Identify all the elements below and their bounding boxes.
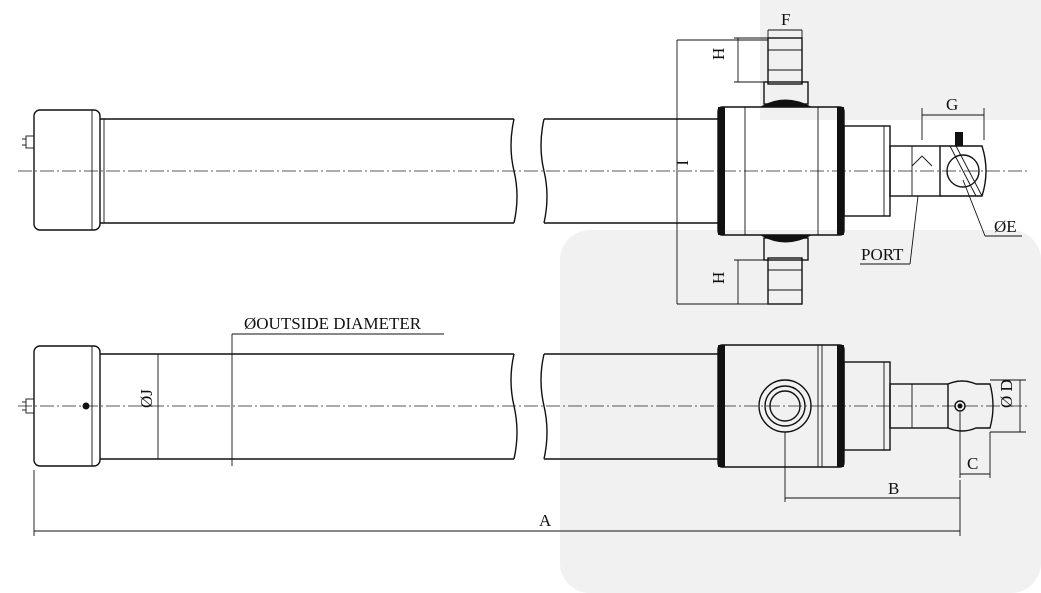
dimension-j: ØJ: [137, 354, 159, 459]
label-port: PORT: [861, 245, 904, 264]
leader-outside-diameter: ØOUTSIDE DIAMETER: [232, 314, 444, 335]
label-d: Ø D: [997, 379, 1016, 408]
bottom-trunnion-block: [717, 344, 994, 468]
label-a: A: [539, 511, 552, 530]
label-h-top: H: [709, 48, 728, 60]
label-b: B: [888, 479, 899, 498]
bottom-view: ØOUTSIDE DIAMETER ØJ Ø D C B: [18, 314, 1030, 536]
dimension-f: F: [767, 10, 803, 38]
top-end-cap: [22, 109, 101, 231]
dimension-a: A: [33, 470, 961, 536]
dimension-b: B: [784, 432, 960, 502]
label-h-bottom: H: [709, 272, 728, 284]
dimension-h-bottom: H: [709, 259, 768, 305]
leader-e: ØE: [962, 179, 1022, 237]
bottom-barrel: [100, 334, 718, 466]
dimension-h-top: H: [709, 37, 768, 83]
top-view: I F H H G: [18, 10, 1030, 305]
label-g: G: [946, 95, 958, 114]
dimension-c: C: [959, 412, 991, 478]
label-j: ØJ: [137, 389, 156, 408]
bottom-end-cap: [22, 345, 101, 467]
label-c: C: [967, 454, 978, 473]
top-barrel: [100, 118, 718, 224]
label-e: ØE: [994, 217, 1017, 236]
top-trunnion-block: [717, 37, 987, 305]
label-i: I: [673, 160, 692, 166]
label-f: F: [781, 10, 790, 29]
dimension-g: G: [921, 95, 985, 140]
label-outside-diameter: ØOUTSIDE DIAMETER: [244, 314, 422, 333]
leader-port: PORT: [860, 195, 919, 265]
background-watermark: [560, 0, 1041, 593]
dimension-d: Ø D: [990, 379, 1026, 433]
